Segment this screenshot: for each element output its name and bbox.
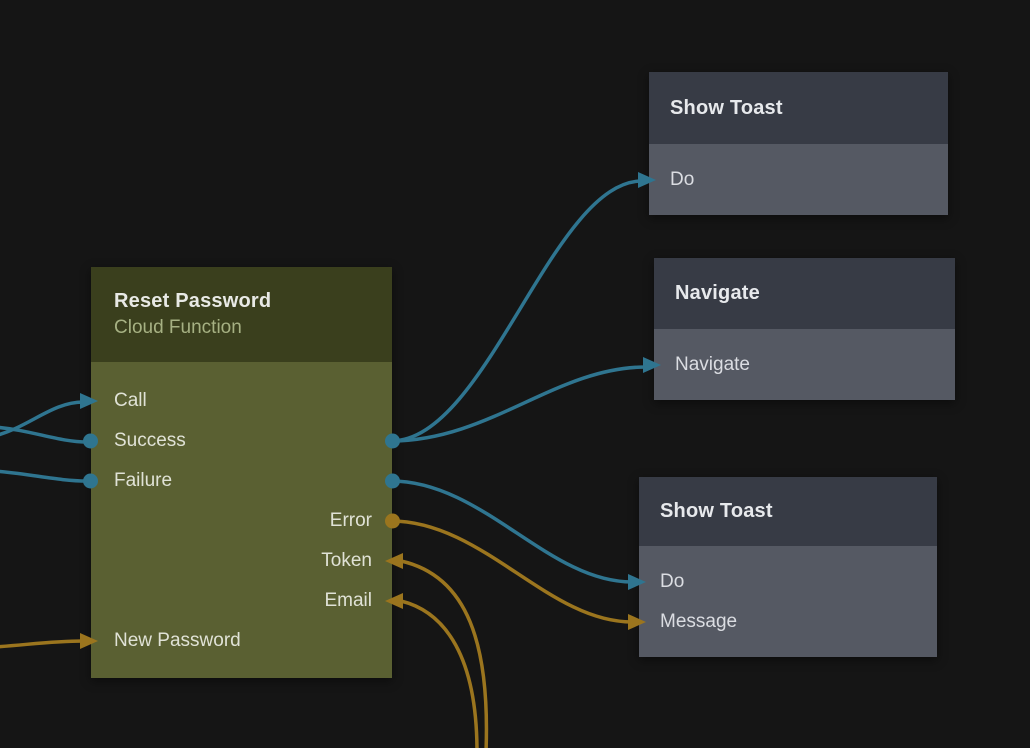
signal-port-circle-icon[interactable] [385,473,400,489]
port-label: Call [114,390,147,411]
port-success[interactable]: Success [83,421,400,461]
port-token[interactable]: Token [91,541,403,581]
port-email[interactable]: Email [91,581,403,621]
wire-failure-to-showtoast-bottom-do[interactable] [389,479,634,584]
node-header[interactable]: Reset Password Cloud Function [91,267,392,362]
port-new-password[interactable]: New Password [80,621,392,661]
signal-in-arrow-icon[interactable] [80,393,98,409]
node-title: Show Toast [660,500,773,522]
port-call[interactable]: Call [80,381,392,421]
data-in-arrow-icon[interactable] [385,553,403,569]
port-navigate[interactable]: Navigate [643,345,955,385]
port-label: Success [114,430,186,451]
wire-offscreen-to-email[interactable] [399,599,479,748]
signal-port-circle-icon[interactable] [385,433,400,449]
wire-offscreen-to-token[interactable] [399,559,489,748]
node-title: Reset Password [114,290,272,312]
port-message[interactable]: Message [628,602,937,642]
node-body: Navigate [643,329,955,400]
wire-offscreen-to-new-password[interactable] [0,639,85,649]
wire-offscreen-to-failure[interactable] [0,469,89,483]
port-label: Do [670,169,695,190]
port-do[interactable]: Do [638,160,948,200]
node-body: Do Message [628,546,937,657]
wire-offscreen-to-success[interactable] [0,425,89,444]
port-label: Token [321,550,372,571]
port-label: Email [324,590,372,611]
node-body: Do [638,144,948,215]
node-body: Call Success Failure Error Token [80,362,403,678]
port-label: Do [660,571,685,592]
wire-error-to-showtoast-bottom-message[interactable] [389,519,634,624]
node-header[interactable]: Show Toast [649,72,948,144]
signal-port-circle-icon[interactable] [83,473,98,489]
port-do[interactable]: Do [628,562,937,602]
signal-in-arrow-icon[interactable] [628,574,646,590]
port-failure[interactable]: Failure [83,461,400,501]
node-title: Navigate [675,282,760,304]
node-show-toast-top[interactable]: Show Toast Do [638,72,948,215]
wire-success-to-navigate[interactable] [389,365,648,443]
port-label: New Password [114,630,241,651]
signal-port-circle-icon[interactable] [83,433,98,449]
port-label: Failure [114,470,173,491]
node-header[interactable]: Navigate [654,258,955,329]
node-header[interactable]: Show Toast [639,477,937,546]
data-in-arrow-icon[interactable] [385,593,403,609]
port-label: Message [660,611,738,632]
data-in-arrow-icon[interactable] [80,633,98,649]
node-reset-password[interactable]: Reset Password Cloud Function Call Succe… [80,267,403,678]
node-show-toast-bottom[interactable]: Show Toast Do Message [628,477,937,657]
port-label: Error [329,510,372,531]
node-subtitle: Cloud Function [114,317,242,338]
data-port-circle-icon[interactable] [385,513,400,529]
wire-offscreen-to-call[interactable] [0,400,85,437]
wire-success-to-showtoast-top-do[interactable] [389,179,644,443]
signal-in-arrow-icon[interactable] [638,172,656,188]
signal-in-arrow-icon[interactable] [643,357,661,373]
node-navigate[interactable]: Navigate Navigate [643,258,955,400]
port-error[interactable]: Error [91,501,400,541]
node-title: Show Toast [670,96,783,119]
data-in-arrow-icon[interactable] [628,614,646,630]
port-label: Navigate [675,354,750,375]
